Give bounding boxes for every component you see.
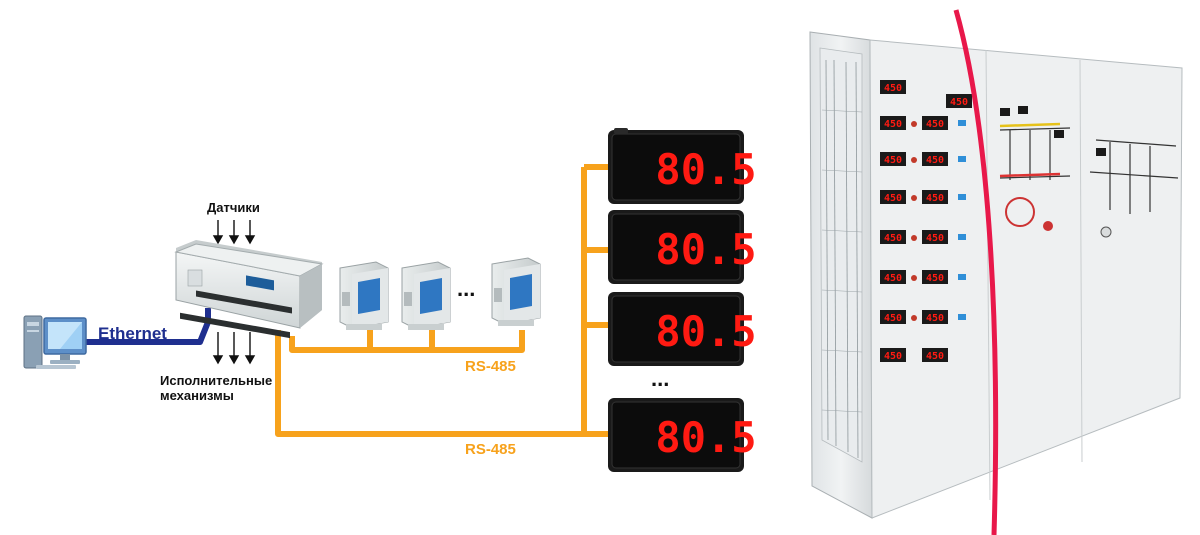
rs485-bottom-line: [275, 330, 584, 437]
panel-display-column-right: [922, 94, 972, 362]
io-module-3: [491, 257, 541, 326]
led-display-3: 80.5: [608, 292, 757, 366]
panel-display-right-3: 450: [926, 193, 944, 204]
panel-display-left-7: 450: [884, 313, 902, 324]
panel-display-left-6: 450: [884, 273, 902, 284]
rs485-bus-lines: [275, 164, 612, 437]
panel-display-column-left: [880, 80, 906, 362]
panel-display-right-5: 450: [926, 273, 944, 284]
computer-icon: [23, 315, 87, 369]
panel-display-right-6: 450: [926, 313, 944, 324]
actuators-label: Исполнительные механизмы: [160, 373, 273, 403]
led-display-2: 80.5: [608, 210, 757, 284]
panel-display-right-8: 450: [950, 97, 968, 108]
control-cabinet-panel: [809, 9, 1183, 535]
io-module-1: [339, 261, 389, 330]
panel-display-right-1: 450: [926, 119, 944, 130]
panel-display-left-2: 450: [884, 119, 902, 130]
panel-mimic-diagram: [999, 127, 1179, 214]
sensor-arrows: [212, 220, 256, 245]
panel-display-left-8: 450: [884, 351, 902, 362]
actuator-arrows: [212, 332, 256, 365]
led-display-4: 80.5: [608, 398, 757, 472]
plc-controller-icon: [174, 240, 324, 339]
modules-ellipsis: ...: [457, 276, 476, 301]
rs485-bottom-label: RS-485: [465, 441, 516, 458]
ethernet-cable: [84, 308, 211, 345]
led-display-4-value: 80.5: [655, 413, 756, 462]
panel-display-right-4: 450: [926, 233, 944, 244]
rs485-top-label: RS-485: [465, 358, 516, 375]
displays-ellipsis: ...: [651, 366, 670, 391]
panel-display-left-3: 450: [884, 155, 902, 166]
panel-display-left-1: 450: [884, 83, 902, 94]
ethernet-label: Ethernet: [98, 324, 167, 343]
panel-display-right-2: 450: [926, 155, 944, 166]
cut-line: [953, 9, 999, 535]
led-display-2-value: 80.5: [655, 225, 756, 274]
led-display-1: 80.5: [608, 128, 757, 204]
panel-display-left-5: 450: [884, 233, 902, 244]
led-display-1-value: 80.5: [655, 145, 756, 194]
sensors-label: Датчики: [207, 200, 260, 215]
panel-display-left-4: 450: [884, 193, 902, 204]
led-display-3-value: 80.5: [655, 307, 756, 356]
rs485-top-line: [289, 330, 525, 353]
panel-display-right-7: 450: [926, 351, 944, 362]
io-module-2: [401, 261, 451, 330]
